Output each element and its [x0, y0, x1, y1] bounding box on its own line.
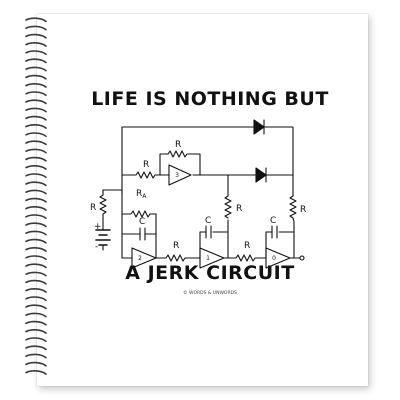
label-c-stage-0: C [270, 216, 276, 226]
label-r-stage-1-0: R [244, 241, 250, 251]
opamp-1-label: 1 [206, 255, 210, 262]
label-r-stage-1-vertical: R [236, 204, 242, 214]
opamp-0-label: 0 [272, 255, 276, 262]
spiral-coil [25, 66, 47, 72]
opamp-0-symbol [265, 247, 291, 269]
spiral-coil [25, 329, 47, 334]
spiral-coil [25, 255, 47, 261]
spiral-coil [25, 83, 47, 88]
spiral-coil [25, 173, 47, 179]
spiral-coil [25, 288, 47, 293]
label-battery-plus: + [94, 222, 102, 232]
output-terminal [299, 255, 305, 261]
spiral-coil [25, 312, 47, 318]
spiral-coil [25, 361, 47, 367]
capacitor-stage-0 [271, 225, 278, 239]
resistor-stage-0-vertical [289, 195, 297, 223]
spiral-coil [25, 17, 47, 23]
spiral-coil [25, 140, 47, 146]
spiral-coil [25, 91, 47, 97]
wire-stage2-input [121, 189, 133, 259]
spiral-coil [25, 165, 47, 170]
spiral-coil [25, 42, 47, 47]
spiral-coil [25, 181, 47, 187]
spiral-coil [25, 263, 47, 269]
spiral-coil [25, 99, 47, 105]
label-ra: RA [136, 189, 147, 200]
title-bottom: A JERK CIRCUIT [125, 262, 295, 284]
spiral-coil [25, 214, 47, 220]
wire-top-feedback [121, 126, 294, 197]
resistor-ra [127, 210, 157, 259]
spiral-coil [25, 50, 47, 56]
battery-symbol [95, 223, 111, 251]
spiral-coil [25, 156, 47, 162]
title-top: LIFE IS NOTHING BUT [91, 88, 329, 110]
spiral-coil [25, 230, 47, 236]
spiral-coil [25, 107, 47, 113]
spiral-coil [25, 296, 47, 302]
label-c-stage-1: C [205, 216, 211, 226]
label-r-stage-0-vertical: R [300, 205, 306, 215]
label-r-input-3: R [143, 160, 149, 170]
spiral-coil [25, 124, 47, 129]
resistor-stage-1-0 [227, 254, 267, 262]
opamp-3-label: 3 [175, 172, 179, 179]
spiral-coil [25, 132, 47, 138]
spiral-coil [25, 197, 47, 203]
wire-opamp3-feedback [159, 153, 201, 176]
capacitor-stage-1 [205, 225, 212, 239]
resistor-left [99, 189, 107, 225]
resistor-stage-2-1 [155, 254, 201, 262]
spiral-coil [25, 222, 47, 228]
capacitor-stage-2 [127, 227, 157, 241]
spiral-coil [25, 148, 47, 154]
label-r-feedback-3: R [175, 140, 181, 150]
diode-top [253, 119, 265, 135]
spiral-coil [25, 189, 47, 195]
label-battery-minus: - [95, 242, 98, 252]
opamp-3-symbol [168, 164, 192, 186]
notebook-cover [37, 14, 368, 386]
opamp-2-symbol [131, 247, 157, 269]
label-c-stage-2: C [139, 217, 145, 227]
opamp-2-label: 2 [138, 255, 142, 262]
spiral-coil [25, 370, 47, 375]
resistor-feedback-3 [167, 150, 188, 158]
diode-second [255, 167, 267, 183]
resistor-input-3 [121, 171, 170, 179]
spiral-coil [25, 238, 47, 244]
spiral-coil [25, 320, 47, 326]
spiral-coil [25, 206, 47, 211]
resistor-stage-1-vertical [224, 195, 232, 219]
spiral-coil [25, 33, 47, 39]
spiral-binding [25, 17, 47, 375]
wire-stage0-output [265, 221, 301, 259]
spiral-coil [25, 74, 47, 80]
label-r-left: R [90, 203, 96, 213]
spiral-coil [25, 337, 47, 343]
spiral-coil [25, 58, 47, 64]
spiral-coil [25, 247, 47, 252]
label-r-stage-2-1: R [173, 241, 179, 251]
spiral-coil [25, 271, 47, 277]
spiral-coil [25, 25, 47, 31]
spiral-coil [25, 279, 47, 285]
wire-stage1-top [199, 174, 229, 259]
spiral-coil [25, 304, 47, 310]
spiral-coil [25, 345, 47, 351]
spiral-coil [25, 353, 47, 359]
opamp-1-symbol [199, 247, 225, 269]
credit-text: © WORDS & UNWORDS [183, 291, 237, 296]
spiral-coil [25, 115, 47, 121]
